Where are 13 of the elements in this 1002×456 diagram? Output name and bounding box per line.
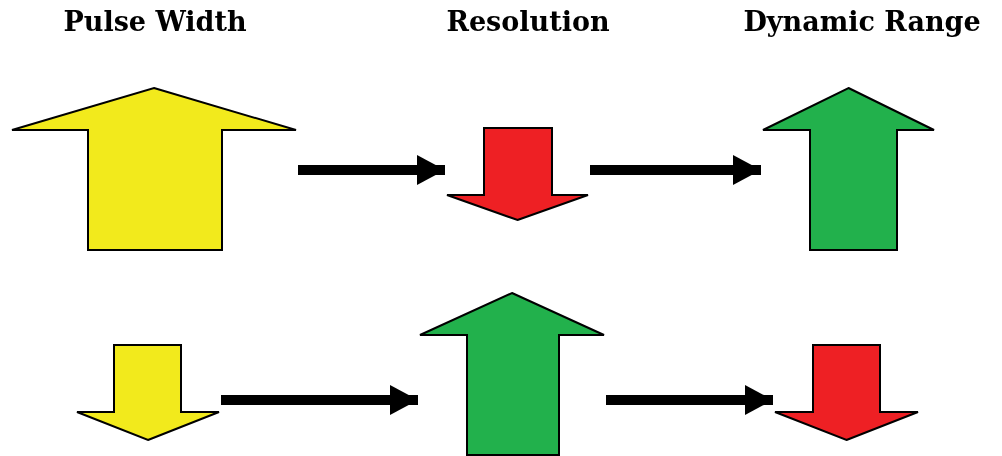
column-heading: Dynamic Range bbox=[743, 6, 981, 37]
down-block-arrow bbox=[75, 343, 221, 442]
up-block-arrow bbox=[10, 86, 298, 252]
arrow bbox=[298, 155, 445, 185]
arrow bbox=[590, 155, 761, 185]
column-heading: Pulse Width bbox=[63, 6, 247, 37]
down-block-arrow bbox=[445, 126, 590, 222]
up-block-arrow bbox=[761, 86, 936, 252]
up-block-arrow bbox=[418, 291, 606, 456]
column-heading: Resolution bbox=[446, 6, 610, 37]
arrow bbox=[606, 385, 773, 415]
down-block-arrow bbox=[773, 343, 920, 442]
arrow bbox=[221, 385, 418, 415]
